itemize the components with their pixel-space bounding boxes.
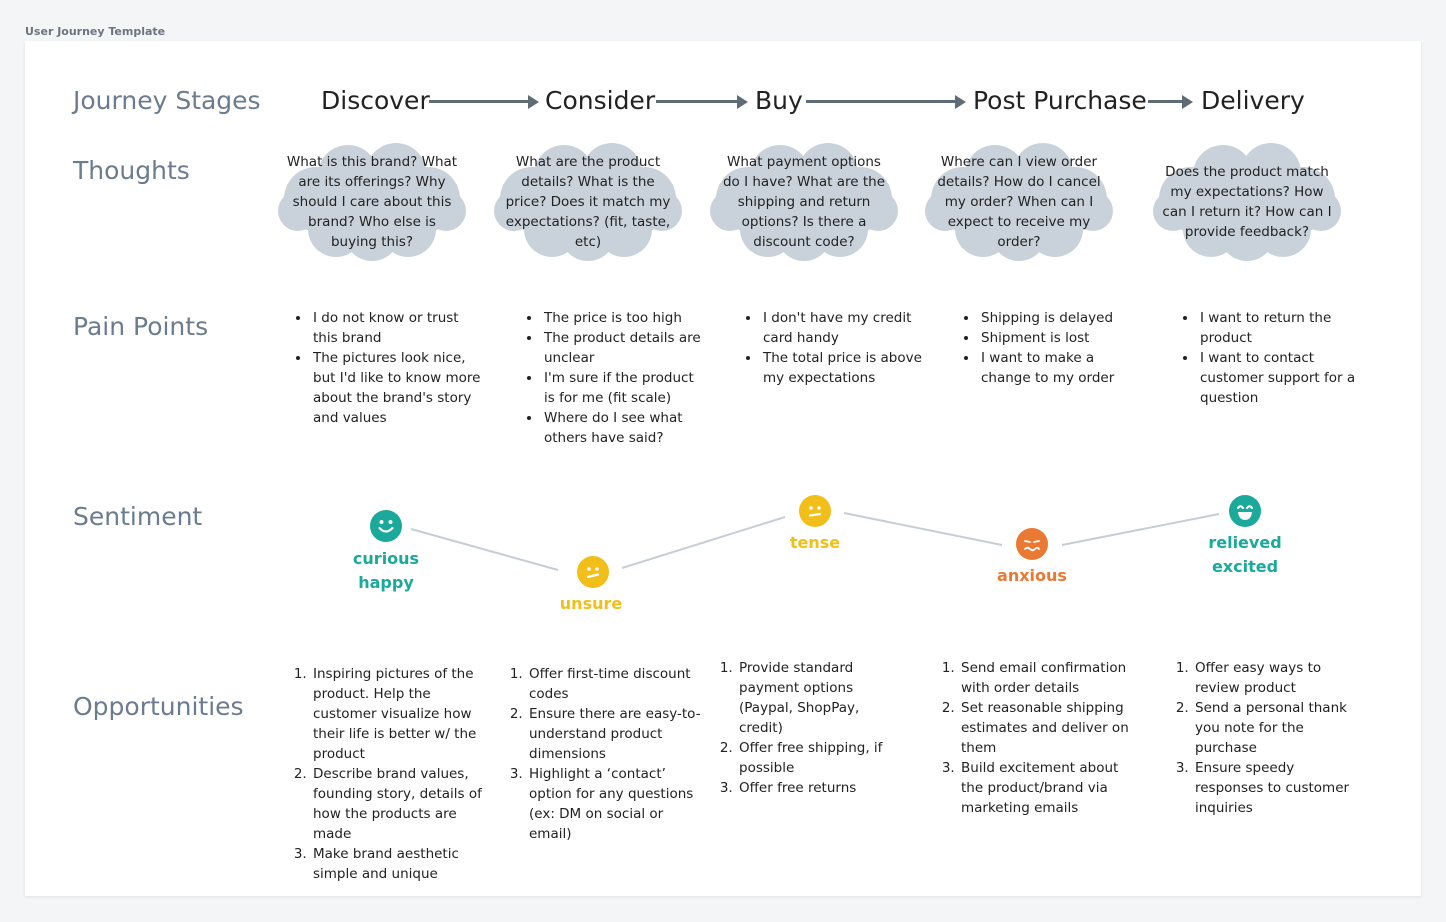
sentiment-label: anxious	[982, 564, 1082, 588]
list-item: I don't have my credit card handy	[761, 308, 931, 348]
stage-buy: Buy	[755, 86, 803, 115]
thought-cloud: Where can I view order details? How do I…	[923, 141, 1115, 263]
unsure-face-icon	[577, 556, 609, 588]
list-item: Ensure there are easy-to-understand prod…	[527, 704, 705, 764]
thought-text: Does the product match my expectations? …	[1162, 164, 1332, 240]
thought-cloud: Does the product match my expectations? …	[1151, 141, 1343, 263]
list-item: Make brand aesthetic simple and unique	[311, 844, 487, 884]
list-item: Offer free shipping, if possible	[737, 738, 907, 778]
sentiment-label: relieved excited	[1195, 531, 1295, 579]
list-item: I want to return the product	[1198, 308, 1358, 348]
sentiment-label-line: unsure	[559, 594, 623, 613]
list-item: The total price is above my expectations	[761, 348, 931, 388]
thought-text: What is this brand? What are its offerin…	[286, 154, 458, 250]
sentiment-connector	[410, 512, 1220, 571]
sentiment-label: unsure	[541, 592, 641, 616]
list-item: Shipping is delayed	[979, 308, 1139, 328]
row-label-pain-points: Pain Points	[73, 312, 209, 341]
row-label-thoughts: Thoughts	[73, 156, 190, 185]
thought-text: What payment options do I have? What are…	[722, 154, 885, 250]
sentiment-label-line: excited	[1211, 557, 1279, 576]
row-label-opportunities: Opportunities	[73, 692, 244, 721]
sentiment-label-line: happy	[358, 573, 414, 592]
tense-face-icon	[799, 495, 831, 527]
pain-points-discover: I do not know or trust this brand The pi…	[291, 308, 483, 428]
opportunities-post-purchase: Send email confirmation with order detai…	[935, 658, 1139, 818]
stage-delivery: Delivery	[1201, 86, 1305, 115]
pain-points-delivery: I want to return the product I want to c…	[1178, 308, 1358, 408]
opportunities-buy: Provide standard payment options (Paypal…	[713, 658, 907, 798]
list-item: Send a personal thank you note for the p…	[1193, 698, 1365, 758]
row-label-sentiment: Sentiment	[73, 502, 203, 531]
list-item: Shipment is lost	[979, 328, 1139, 348]
opportunities-delivery: Offer easy ways to review product Send a…	[1169, 658, 1365, 818]
list-item: Where do I see what others have said?	[542, 408, 702, 448]
stage-consider: Consider	[545, 86, 656, 115]
opportunities-consider: Offer first-time discount codes Ensure t…	[503, 664, 705, 844]
list-item: Offer easy ways to review product	[1193, 658, 1365, 698]
arrow-icon	[429, 95, 539, 109]
list-item: Offer first-time discount codes	[527, 664, 705, 704]
list-item: I want to make a change to my order	[979, 348, 1139, 388]
list-item: I'm sure if the product is for me (fit s…	[542, 368, 702, 408]
sentiment-label-line: tense	[789, 533, 841, 552]
arrow-icon	[1148, 95, 1193, 109]
list-item: The pictures look nice, but I'd like to …	[311, 348, 483, 428]
list-item: I want to contact customer support for a…	[1198, 348, 1358, 408]
arrow-icon	[806, 95, 966, 109]
sentiment-label: tense	[765, 531, 865, 555]
pain-points-consider: The price is too high The product detail…	[522, 308, 702, 448]
thought-cloud: What payment options do I have? What are…	[708, 141, 900, 263]
sentiment-label-line: anxious	[997, 566, 1067, 585]
list-item: I do not know or trust this brand	[311, 308, 483, 348]
stage-post-purchase: Post Purchase	[973, 86, 1147, 115]
pain-points-post-purchase: Shipping is delayed Shipment is lost I w…	[959, 308, 1139, 388]
list-item: Send email confirmation with order detai…	[959, 658, 1139, 698]
list-item: Inspiring pictures of the product. Help …	[311, 664, 487, 764]
thought-cloud: What are the product details? What is th…	[492, 141, 684, 263]
thought-text: What are the product details? What is th…	[505, 154, 671, 250]
row-label-stages: Journey Stages	[73, 86, 261, 115]
list-item: Describe brand values, founding story, d…	[311, 764, 487, 844]
app-title: User Journey Template	[25, 25, 166, 38]
opportunities-discover: Inspiring pictures of the product. Help …	[287, 664, 487, 884]
list-item: Highlight a ‘contact’ option for any que…	[527, 764, 705, 844]
list-item: Provide standard payment options (Paypal…	[737, 658, 907, 738]
list-item: Build excitement about the product/brand…	[959, 758, 1139, 818]
anxious-face-icon	[1016, 528, 1048, 560]
list-item: The product details are unclear	[542, 328, 702, 368]
stage-discover: Discover	[321, 86, 430, 115]
sentiment-label-line: relieved	[1208, 533, 1282, 552]
list-item: Set reasonable shipping estimates and de…	[959, 698, 1139, 758]
list-item: Offer free returns	[737, 778, 907, 798]
excited-face-icon	[1229, 495, 1261, 527]
sentiment-label-line: curious	[352, 549, 420, 568]
pain-points-buy: I don't have my credit card handy The to…	[741, 308, 931, 388]
thought-cloud: What is this brand? What are its offerin…	[276, 141, 468, 263]
happy-face-icon	[370, 510, 402, 542]
list-item: Ensure speedy responses to customer inqu…	[1193, 758, 1365, 818]
thought-text: Where can I view order details? How do I…	[937, 154, 1101, 250]
sentiment-label: curious happy	[336, 547, 436, 595]
journey-board: Journey Stages Thoughts Pain Points Sent…	[25, 41, 1421, 896]
list-item: The price is too high	[542, 308, 702, 328]
arrow-icon	[656, 95, 748, 109]
